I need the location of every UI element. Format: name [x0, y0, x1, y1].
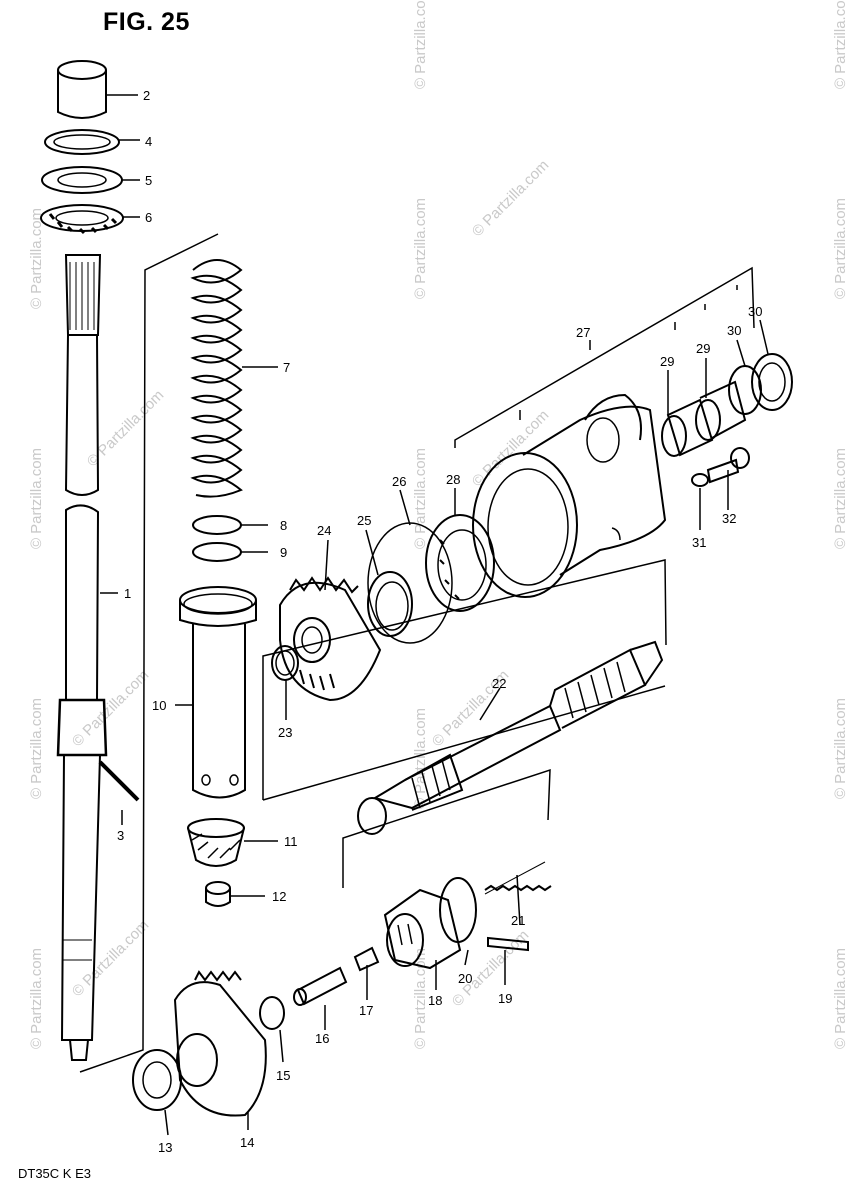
part-label: 21 [511, 913, 525, 928]
bolt-washer [691, 447, 750, 487]
part-label: 22 [492, 676, 506, 691]
part-label: 15 [276, 1068, 290, 1083]
rear-bearings [661, 353, 793, 457]
part-number-labels: 2 4 5 6 1 3 7 8 9 10 11 12 13 14 15 16 1… [117, 88, 762, 1155]
group-bracket-left [79, 233, 219, 1073]
part-label: 13 [158, 1140, 172, 1155]
part-label: 4 [145, 134, 152, 149]
figure-title: FIG. 25 [103, 8, 190, 36]
part-label: 6 [145, 210, 152, 225]
part-label: 19 [498, 991, 512, 1006]
part-label: 2 [143, 88, 150, 103]
part-label: 25 [357, 513, 371, 528]
part-label: 14 [240, 1135, 254, 1150]
group-bracket-bearing-housing [454, 266, 755, 448]
model-code: DT35C K E3 [18, 1166, 91, 1181]
part-label: 29 [660, 354, 674, 369]
part-label: 20 [458, 971, 472, 986]
part-label: 30 [727, 323, 741, 338]
part-label: 23 [278, 725, 292, 740]
part-label: 3 [117, 828, 124, 843]
part-label: 24 [317, 523, 331, 538]
part-label: 10 [152, 698, 166, 713]
propeller-shaft [357, 640, 664, 835]
driveshaft [56, 254, 140, 1061]
part-label: 12 [272, 889, 286, 904]
part-label: 8 [280, 518, 287, 533]
bearing-housing [472, 393, 667, 598]
small-rings [271, 514, 495, 681]
part-label: 29 [696, 341, 710, 356]
part-label: 32 [722, 511, 736, 526]
leader-lines [100, 94, 769, 1136]
part-label: 5 [145, 173, 152, 188]
forward-gear [279, 576, 382, 702]
reverse-gear-group [132, 946, 380, 1117]
group-bracket-clutch [342, 768, 551, 888]
part-label: 30 [748, 304, 762, 319]
group-bracket-propshaft [262, 559, 667, 801]
part-label: 16 [315, 1031, 329, 1046]
part-label: 9 [280, 545, 287, 560]
spring [190, 259, 243, 562]
part-label: 26 [392, 474, 406, 489]
part-label: 17 [359, 1003, 373, 1018]
pinion [187, 818, 245, 907]
part-label: 31 [692, 535, 706, 550]
part-label: 7 [283, 360, 290, 375]
part-label: 18 [428, 993, 442, 1008]
tube [179, 586, 257, 799]
part-label: 27 [576, 325, 590, 340]
part-label: 1 [124, 586, 131, 601]
part-label: 11 [284, 834, 298, 849]
part-label: 28 [446, 472, 460, 487]
top-bushing-stack [40, 60, 124, 235]
